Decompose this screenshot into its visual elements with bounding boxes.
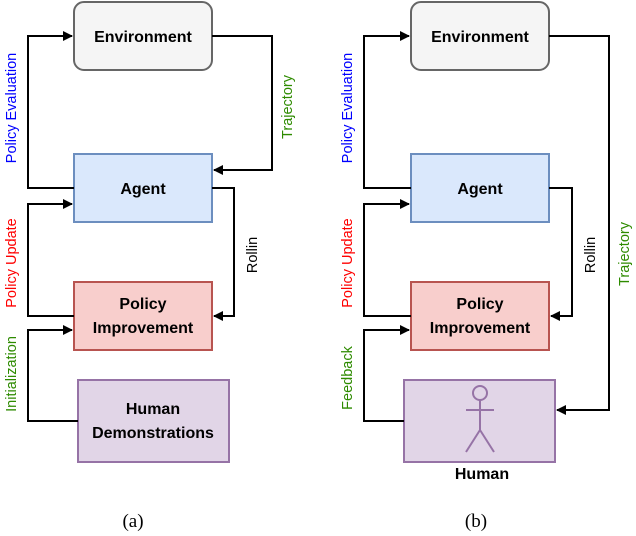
feedback-arrow-b <box>363 325 410 422</box>
trajectory-arrow-b <box>549 35 610 415</box>
human-label-b: Human <box>455 466 509 483</box>
human-demonstrations-box-a <box>77 379 230 463</box>
policy-update-label-b: Policy Update <box>340 218 356 307</box>
policy-update-arrow-b <box>363 199 411 317</box>
caption-a: (a) <box>122 511 143 532</box>
policy-improvement-label2-b: Improvement <box>430 320 531 337</box>
panel-a: Environment Agent Policy Improvement Hum… <box>4 1 296 532</box>
rollin-arrow-a <box>212 187 235 321</box>
policy-evaluation-arrow-b <box>363 31 411 189</box>
feedback-label-b: Feedback <box>340 345 356 409</box>
initialization-label-a: Initialization <box>4 336 20 412</box>
policy-update-arrow-a <box>27 199 74 317</box>
environment-label-a: Environment <box>94 29 192 46</box>
initialization-arrow-a <box>27 325 78 422</box>
agent-label-a: Agent <box>120 181 166 198</box>
rollin-arrow-b <box>549 187 573 321</box>
trajectory-label-b: Trajectory <box>617 221 633 286</box>
policy-improvement-box-b <box>410 281 550 351</box>
policy-update-label-a: Policy Update <box>4 218 20 307</box>
policy-evaluation-label-b: Policy Evaluation <box>340 53 356 163</box>
caption-b: (b) <box>465 511 487 532</box>
policy-evaluation-label-a: Policy Evaluation <box>4 53 20 163</box>
policy-improvement-label1-a: Policy <box>119 296 166 313</box>
rollin-label-b: Rollin <box>583 237 599 273</box>
policy-improvement-label2-a: Improvement <box>93 320 194 337</box>
agent-label-b: Agent <box>457 181 503 198</box>
policy-evaluation-arrow-a <box>27 31 74 189</box>
policy-improvement-box-a <box>73 281 213 351</box>
trajectory-label-a: Trajectory <box>280 74 296 139</box>
trajectory-arrow-a <box>212 35 273 175</box>
environment-label-b: Environment <box>431 29 529 46</box>
policy-improvement-label1-b: Policy <box>456 296 503 313</box>
person-icon <box>465 385 495 453</box>
rollin-label-a: Rollin <box>245 237 261 273</box>
panel-b: Environment Agent Policy Improvement Hum… <box>340 1 633 532</box>
agent-box-a <box>73 153 213 223</box>
human-demo-label2-a: Demonstrations <box>92 425 214 442</box>
human-demo-label1-a: Human <box>126 401 180 418</box>
